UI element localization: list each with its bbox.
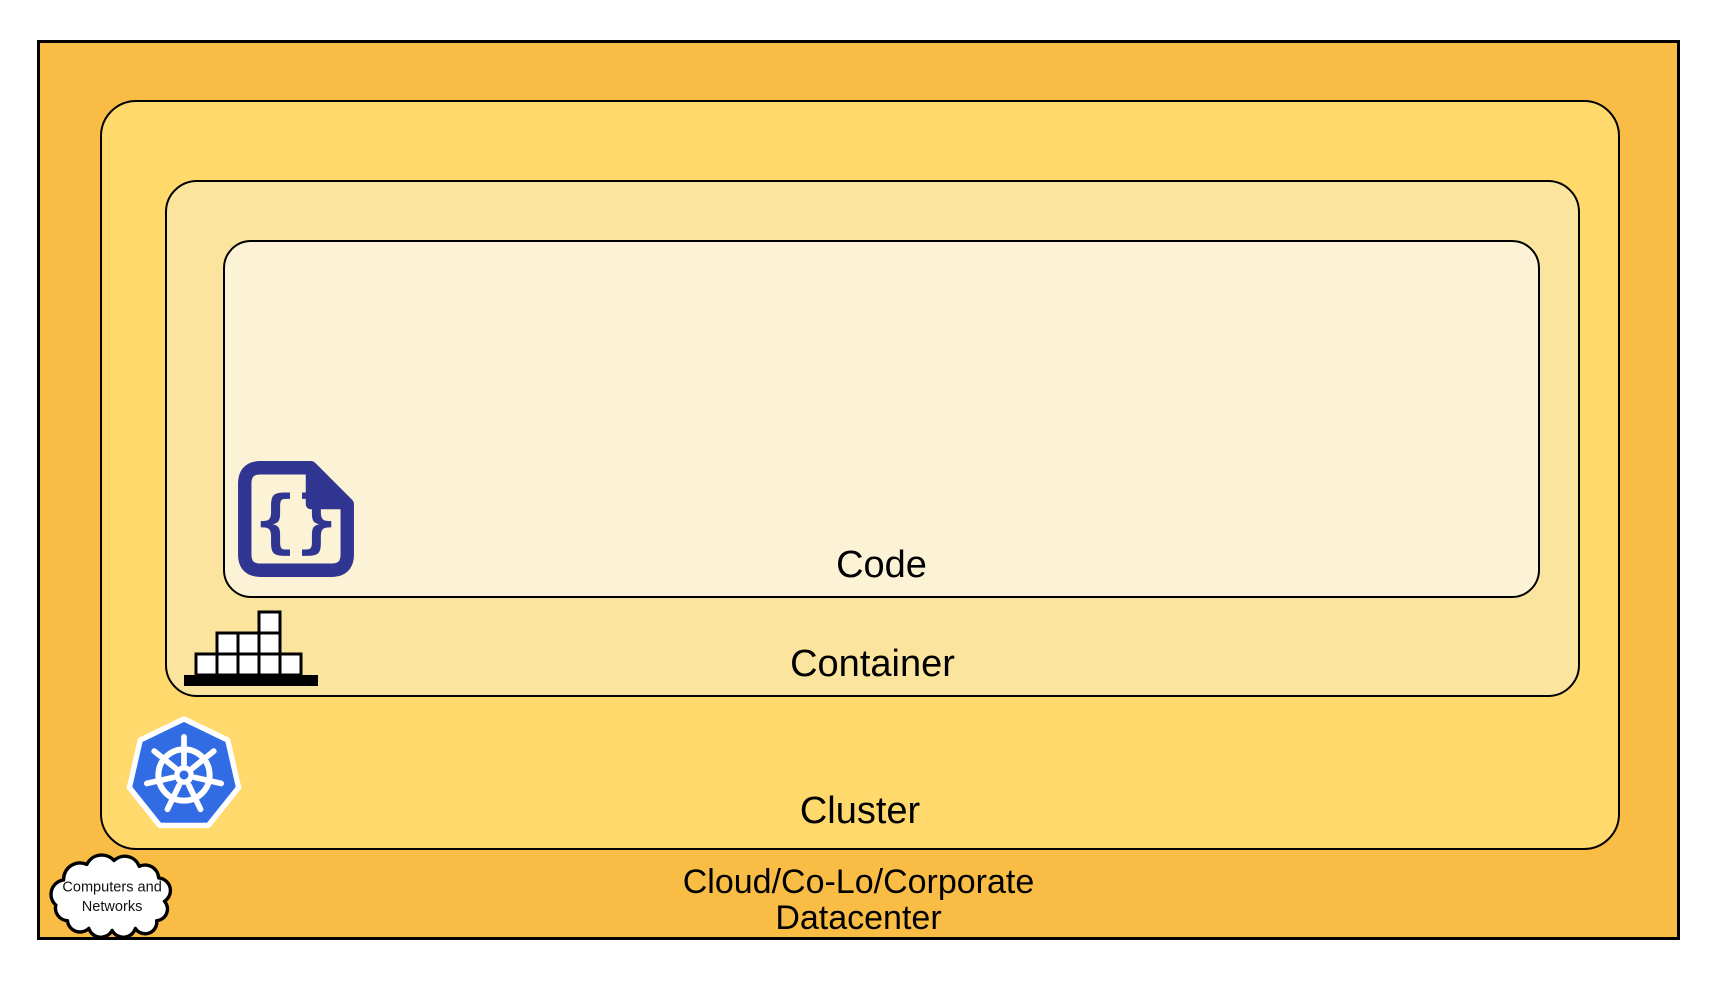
layer-cluster: {} Code	[100, 100, 1620, 850]
datacenter-label: Cloud/Co-Lo/Corporate Datacenter	[40, 864, 1677, 936]
code-braces-glyph: {}	[255, 483, 337, 562]
kubernetes-icon	[126, 716, 242, 829]
layer-container: {} Code	[165, 180, 1580, 697]
code-file-fold-stroke	[305, 462, 353, 510]
cloud-outline	[49, 853, 173, 939]
container-label: Container	[790, 643, 955, 685]
computers-networks-cloud-icon: Computers and Networks	[49, 853, 173, 939]
block	[257, 610, 282, 635]
kubernetes-helm-wheel	[143, 733, 225, 813]
cloud-label-line1: Computers and	[62, 880, 161, 896]
layer-datacenter: {} Code	[37, 40, 1680, 940]
code-label: Code	[836, 544, 927, 586]
layer-code: {} Code	[223, 240, 1540, 598]
code-file-icon: {}	[238, 461, 354, 577]
kubernetes-heptagon	[126, 716, 242, 829]
cluster-label: Cluster	[799, 790, 921, 832]
cloud-label-line2: Networks	[82, 899, 143, 915]
container-blocks-icon	[184, 610, 318, 686]
datacenter-label-line1: Cloud/Co-Lo/Corporate	[682, 863, 1035, 901]
code-file-outline	[238, 461, 354, 577]
block-platform	[184, 675, 318, 686]
datacenter-label-line2: Datacenter	[775, 899, 942, 937]
code-file-fold	[310, 467, 348, 505]
